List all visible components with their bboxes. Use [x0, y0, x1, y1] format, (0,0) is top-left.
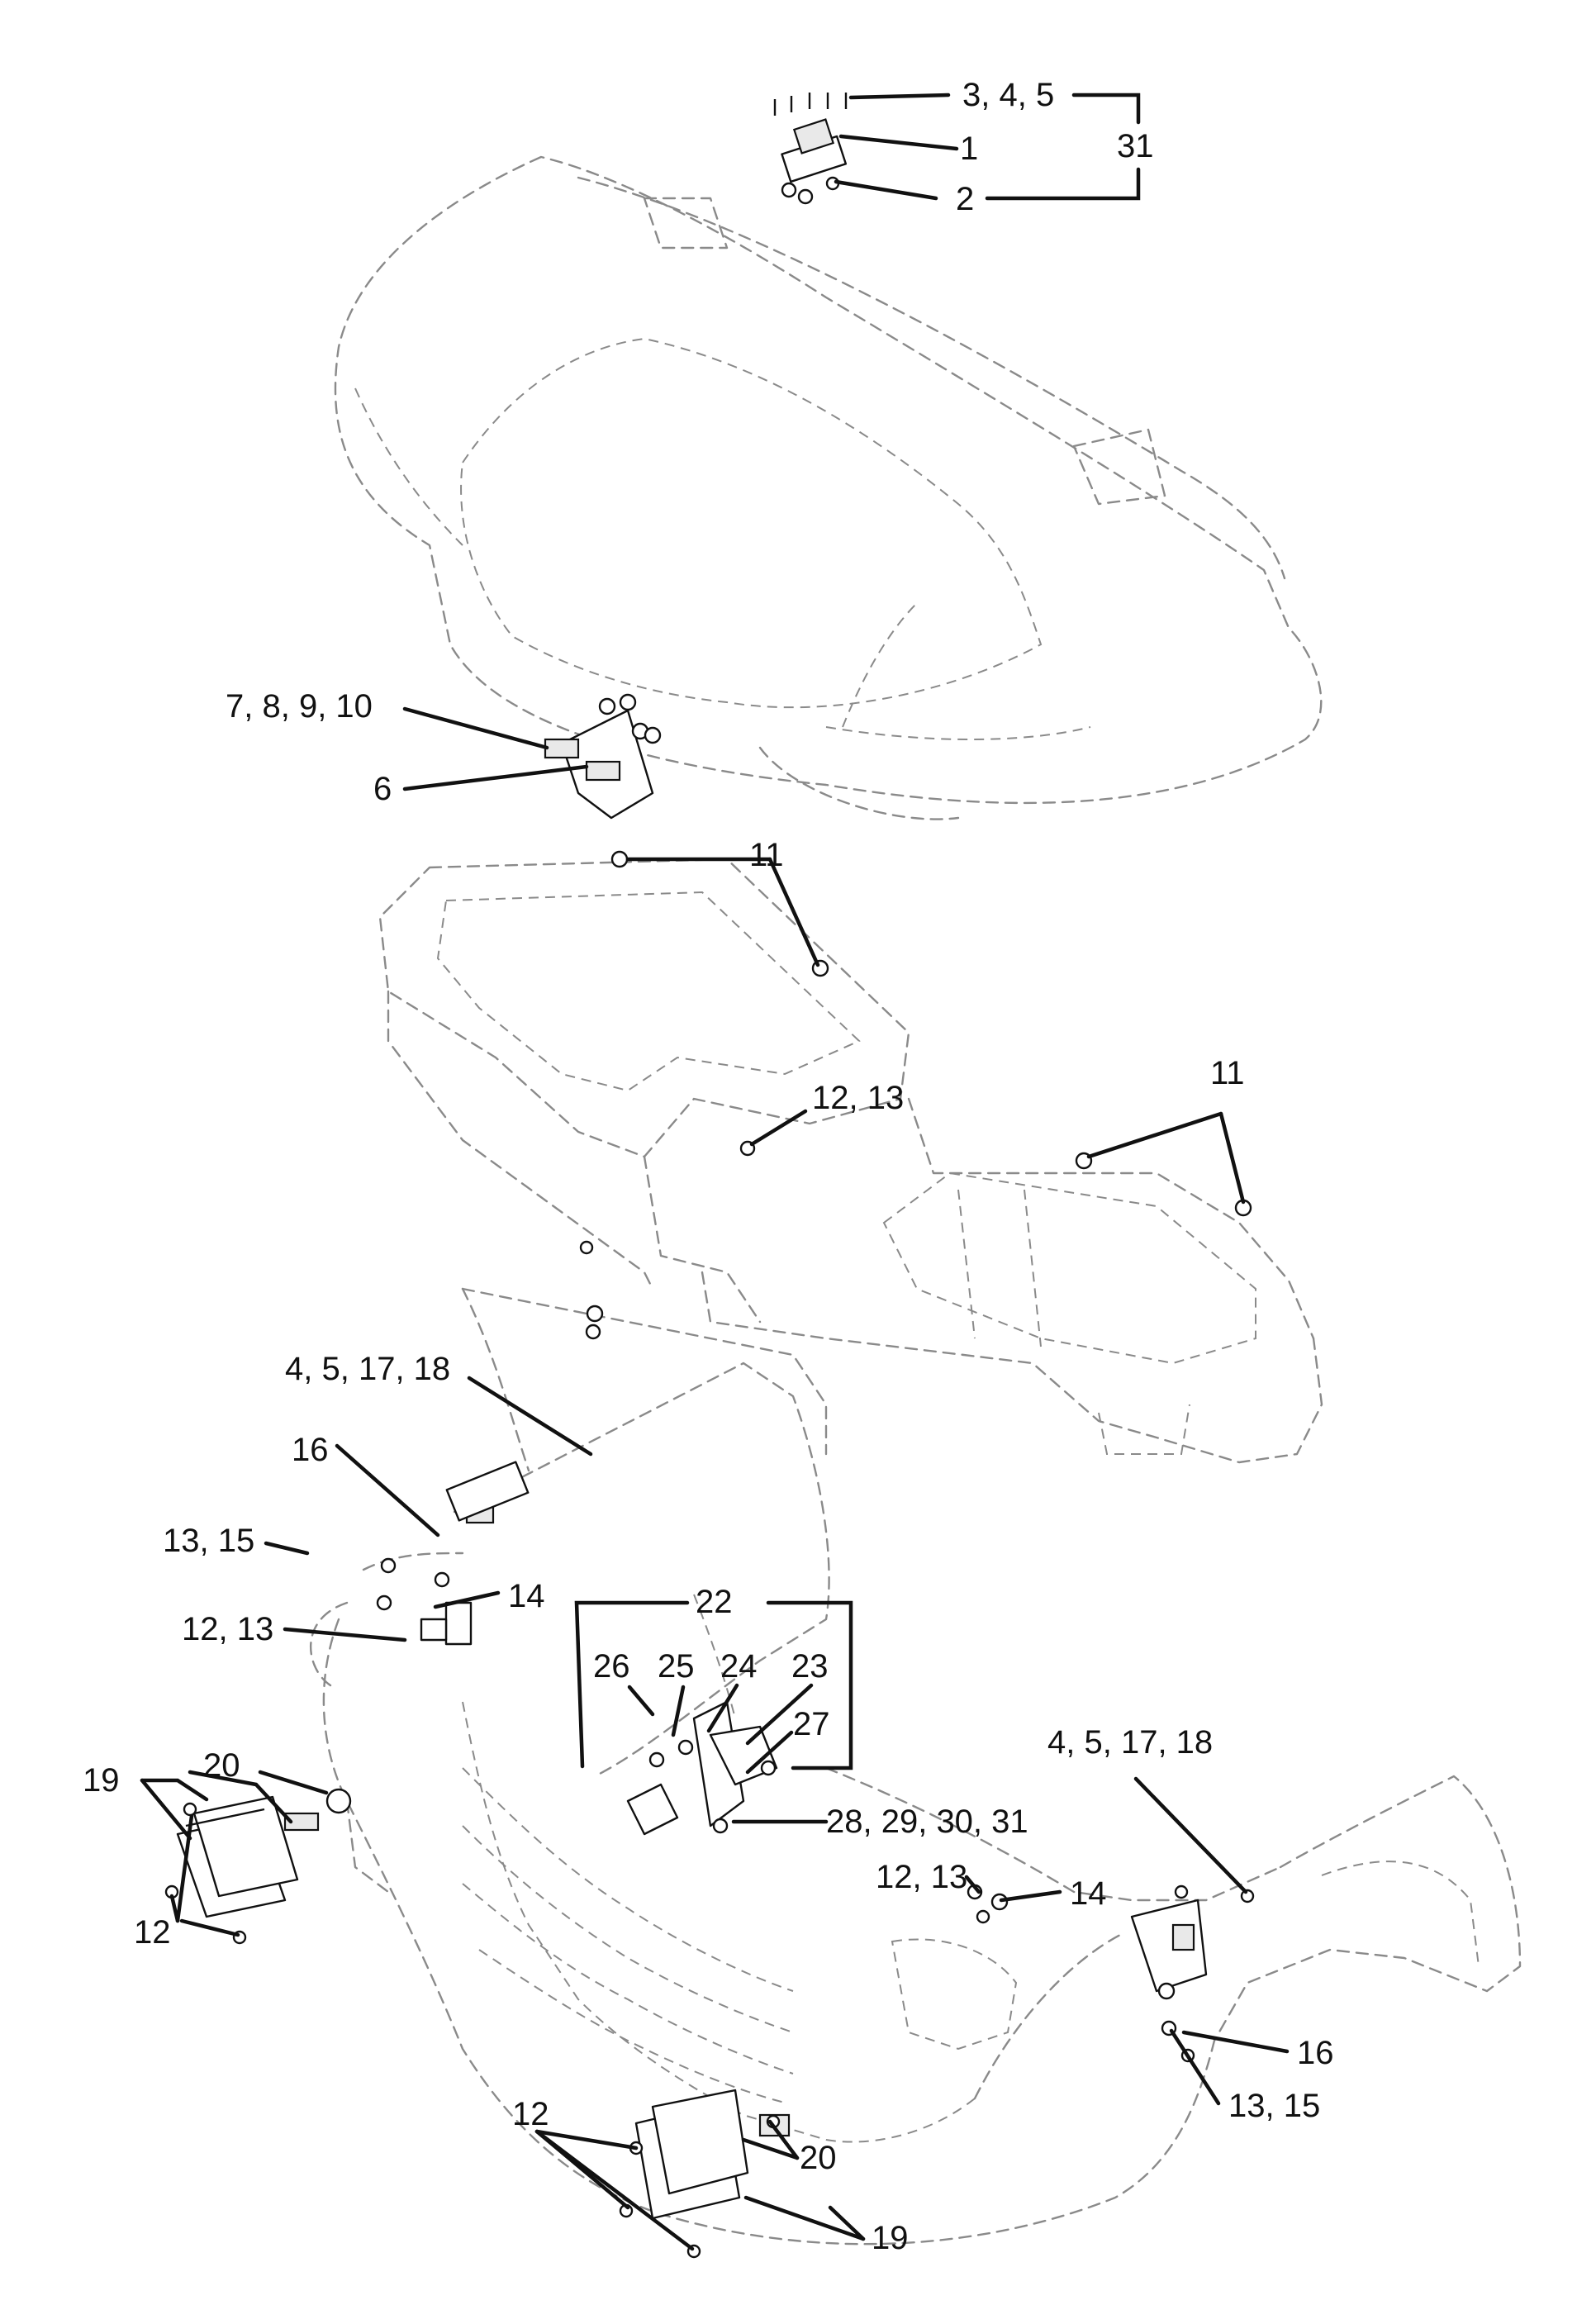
frame-fasteners [610, 850, 1252, 1217]
bottom-headlight [619, 2089, 791, 2259]
callout-11-a: 11 [749, 837, 784, 873]
callout-16-b: 16 [1297, 2035, 1334, 2071]
callout-3-4-5: 3, 4, 5 [962, 77, 1054, 113]
grille-bracket-parts [376, 1240, 604, 1646]
callout-26: 26 [593, 1648, 630, 1685]
callout-27: 27 [793, 1706, 830, 1742]
callout-22: 22 [696, 1584, 733, 1620]
callout-12-13-b: 12, 13 [182, 1611, 273, 1647]
callout-14-b: 14 [1070, 1875, 1107, 1912]
latch-lever-parts [626, 1700, 778, 1836]
callout-31-top: 31 [1117, 128, 1154, 164]
callout-24: 24 [720, 1648, 758, 1685]
callout-19-a: 19 [83, 1762, 120, 1799]
frame-outline [378, 858, 1323, 1464]
grille-outline [309, 1287, 1522, 2246]
callout-11-b: 11 [1210, 1055, 1245, 1091]
right-side-bracket-parts [967, 1884, 1255, 2063]
callout-4-5-17-18-a: 4, 5, 17, 18 [285, 1351, 450, 1387]
top-hinge-parts [773, 93, 848, 205]
callout-1: 1 [960, 131, 978, 167]
callout-12-13-a: 12, 13 [812, 1080, 904, 1116]
callout-20-a: 20 [203, 1747, 240, 1784]
callout-23: 23 [791, 1648, 829, 1685]
callout-13-15-a: 13, 15 [163, 1523, 254, 1559]
callout-20-b: 20 [800, 2140, 837, 2176]
callout-19-b: 19 [872, 2220, 909, 2256]
callout-12-a: 12 [134, 1914, 171, 1951]
left-headlight [164, 1788, 352, 1945]
callout-13-15-b: 13, 15 [1228, 2088, 1320, 2124]
callout-12-b: 12 [512, 2096, 549, 2132]
latch-bracket-parts [544, 693, 662, 820]
callout-25: 25 [658, 1648, 695, 1685]
callout-2: 2 [956, 181, 974, 217]
callout-7-8-9-10: 7, 8, 9, 10 [226, 688, 373, 725]
leader-lines [140, 93, 1290, 2251]
callout-16-a: 16 [292, 1432, 329, 1468]
callout-4-5-17-18-b: 4, 5, 17, 18 [1047, 1724, 1213, 1761]
hood-outline [334, 155, 1323, 820]
callout-12-13-c: 12, 13 [876, 1859, 967, 1895]
callout-labels: 3, 4, 5 31 1 2 7, 8, 9, 10 6 11 11 12, 1… [83, 77, 1334, 2256]
callout-14-a: 14 [508, 1578, 545, 1614]
callout-28-29-30-31: 28, 29, 30, 31 [826, 1804, 1028, 1840]
callout-6: 6 [373, 771, 392, 807]
